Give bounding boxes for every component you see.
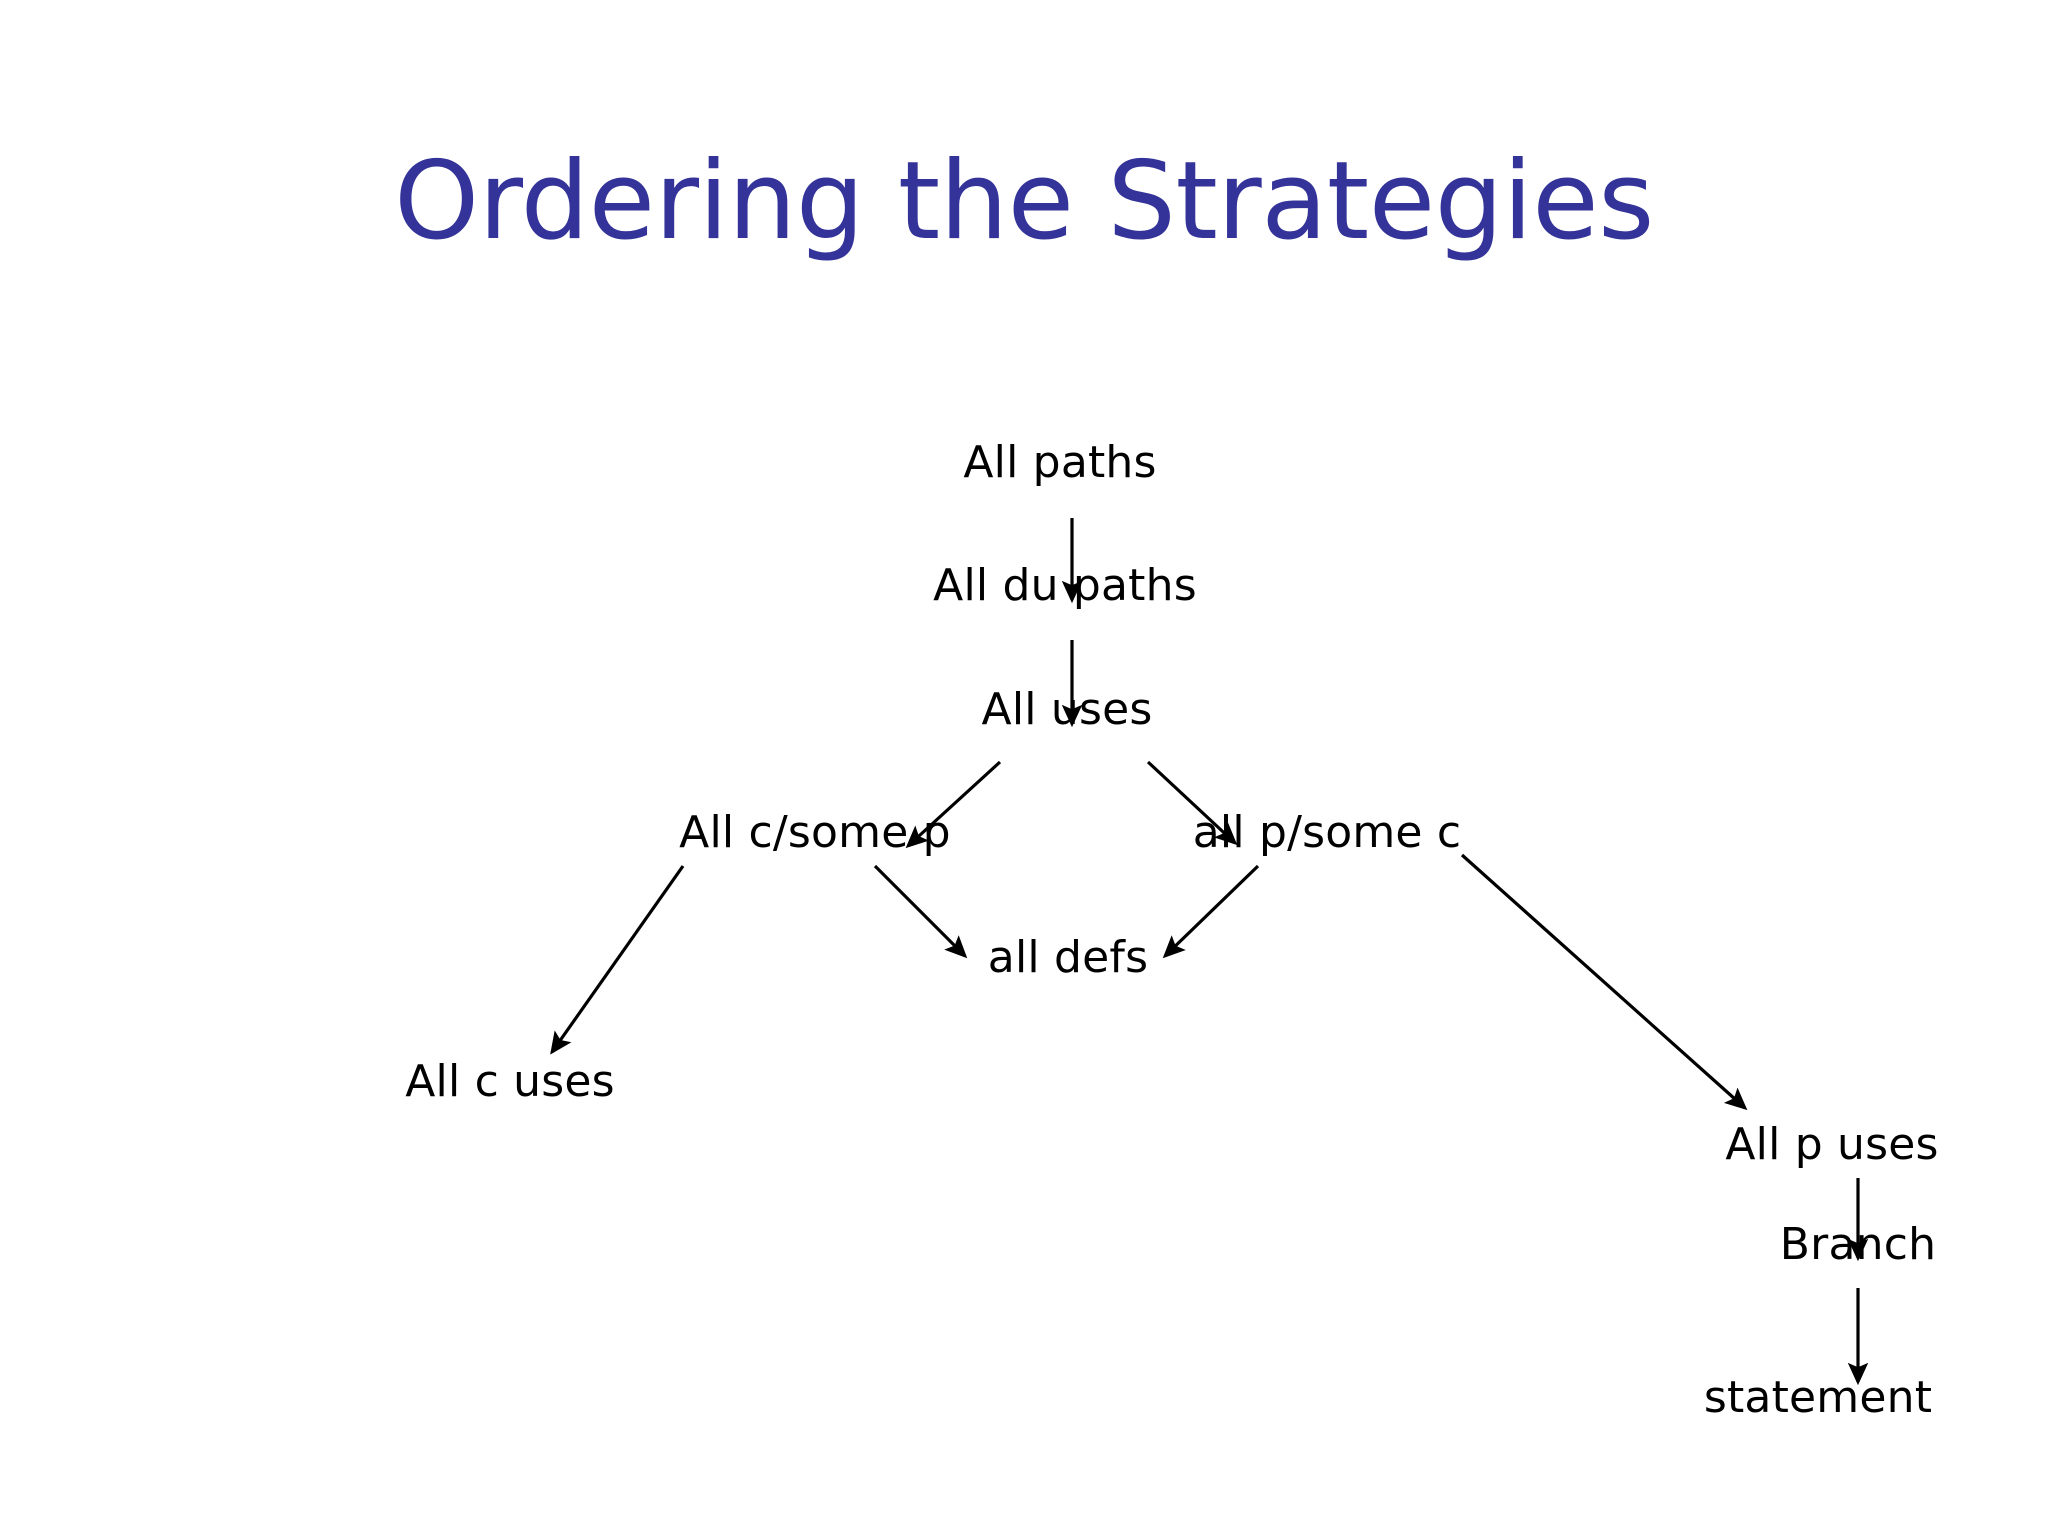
page-title: Ordering the Strategies [394,139,1654,264]
edge-all-c-some-p-to-all-c-uses [550,865,685,1055]
node-all-uses: All uses [981,684,1153,735]
node-all-p-uses: All p uses [1725,1119,1939,1170]
node-all-paths: All paths [963,437,1157,488]
edge-all-p-some-c-to-all-defs [1162,864,1260,959]
node-all-du-paths: All du paths [933,560,1197,611]
edge-all-c-some-p-to-all-defs [873,864,968,959]
node-branch: Branch [1779,1219,1937,1270]
node-statement: statement [1703,1372,1933,1423]
node-all-c-some-p: All c/some p [679,807,951,858]
node-all-c-uses: All c uses [405,1056,615,1107]
edge-all-p-some-c-to-all-p-uses [1460,853,1748,1111]
node-all-defs: all defs [987,932,1149,983]
node-all-p-some-c: all p/some c [1192,807,1462,858]
